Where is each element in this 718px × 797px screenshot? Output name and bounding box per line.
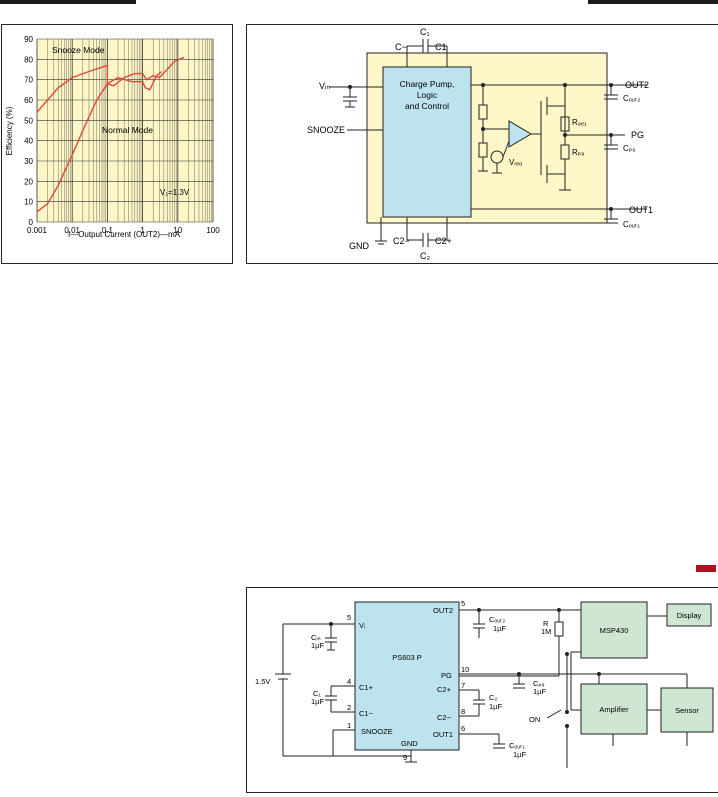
annotation-snooze: Snooze Mode	[52, 45, 105, 55]
application-circuit-panel: Vᵢ C1+ C1− SNOOZE OUT2 PG C2+ C2− OUT1 G…	[246, 587, 718, 793]
charge-pump-block	[382, 66, 472, 218]
x-tick-label: 0.1	[102, 226, 114, 235]
annotation-normal: Normal Mode	[102, 125, 153, 135]
label-battery: 1.5V	[255, 677, 270, 686]
pin-gnd: GND	[401, 739, 418, 748]
label-pg: PG	[631, 130, 644, 140]
annotation-vin: V₁=1.3V	[160, 188, 190, 197]
series-line	[36, 56, 185, 113]
label-snooze: SNOOZE	[307, 125, 345, 135]
pin-num-5a: 5	[347, 613, 351, 622]
section-marker	[696, 565, 716, 572]
y-tick-label: 10	[24, 198, 33, 207]
application-circuit: Vᵢ C1+ C1− SNOOZE OUT2 PG C2+ C2− OUT1 G…	[255, 599, 714, 768]
pin-num-1: 1	[347, 721, 351, 730]
top-rule-left	[0, 0, 136, 4]
y-tick-label: 50	[24, 116, 33, 125]
label-cpg: Cₚ₉	[533, 679, 545, 688]
label-c2-minus: C2−	[393, 236, 410, 246]
pin-num-2: 2	[347, 703, 351, 712]
label-display: Display	[677, 611, 702, 620]
y-tick-label: 20	[24, 177, 33, 186]
pin-c2p: C2+	[437, 685, 452, 694]
x-tick-label: 0.01	[64, 226, 80, 235]
label-cpg: Cₚ₉	[623, 144, 635, 153]
label-c1-top: C₁	[420, 27, 430, 37]
x-axis-label: I—Output Current (OUT2)—mA	[68, 230, 181, 239]
pin-num-5b: 5	[461, 599, 465, 608]
label-c2-val: 1µF	[489, 702, 502, 711]
pin-num-9: 9	[403, 753, 407, 762]
label-rfb1: R₉ₑ₁	[572, 118, 587, 127]
label-vin: Vᵢₙ	[319, 81, 330, 91]
y-tick-label: 30	[24, 157, 33, 166]
msp430-block	[580, 601, 648, 659]
ps603-chip	[354, 601, 460, 751]
pin-num-4: 4	[347, 677, 351, 686]
y-axis-label: Efficiency (%)	[5, 106, 14, 155]
label-gnd: GND	[349, 241, 370, 251]
y-tick-label: 60	[24, 96, 33, 105]
label-cin: Cᵢₙ	[311, 633, 321, 642]
label-c2: C₂	[489, 693, 497, 702]
label-out2: OUT2	[625, 80, 649, 90]
pin-pg: PG	[441, 671, 452, 680]
y-tick-label: 0	[29, 218, 34, 227]
label-cout1-val: 1µF	[513, 750, 526, 759]
label-vref: Vᵣₑₒ	[509, 158, 522, 167]
label-amplifier: Amplifier	[599, 705, 629, 714]
x-tick-label: 0.001	[27, 226, 48, 235]
amplifier-block	[580, 683, 648, 735]
y-tick-label: 40	[24, 137, 33, 146]
pin-num-6: 6	[461, 724, 465, 733]
y-tick-label: 90	[24, 35, 33, 44]
x-tick-label: 100	[206, 226, 220, 235]
pin-c1p: C1+	[359, 683, 374, 692]
efficiency-chart: 0.001 0.01 0.1 1 10 100 0 10 20 30 40 50 60 70 80 90 S…	[5, 35, 220, 239]
label-r: R	[543, 619, 549, 628]
label-c1-minus: C−	[395, 42, 407, 52]
label-cout2: Cₒᵤₜ₂	[489, 615, 505, 624]
pin-num-8: 8	[461, 707, 465, 716]
pin-num-10: 10	[461, 665, 469, 674]
y-tick-label: 80	[24, 55, 33, 64]
series-line	[36, 70, 163, 213]
x-tick-label: 1	[140, 226, 145, 235]
label-cout2: Cₒᵤₜ₂	[623, 94, 640, 103]
label-msp430: MSP430	[600, 626, 629, 635]
label-sensor: Sensor	[675, 706, 699, 715]
display-block	[666, 603, 712, 627]
pin-vin: Vᵢ	[359, 621, 365, 630]
label-cout2-val: 1µF	[493, 624, 506, 633]
plot-area	[37, 39, 213, 222]
x-tick-label: 10	[173, 226, 182, 235]
label-rpg: Rₚ₉	[572, 148, 584, 157]
efficiency-chart-panel: 0.001 0.01 0.1 1 10 100 0 10 20 30 40 50 60 70 80 90 S…	[1, 24, 233, 264]
pin-snooze: SNOOZE	[361, 727, 393, 736]
label-r-val: 1M	[541, 627, 551, 636]
label-c1-plus: C1	[435, 42, 447, 52]
label-out1: OUT1	[629, 205, 653, 215]
chip-name: PS603 P	[392, 653, 422, 662]
label-c2-bottom: C₂	[420, 251, 430, 261]
pin-out1: OUT1	[433, 730, 453, 739]
label-c1: C₁	[313, 689, 321, 698]
pin-c2m: C2−	[437, 713, 452, 722]
sensor-block	[660, 687, 714, 733]
label-cin-val: 1µF	[311, 641, 324, 650]
label-c1-val: 1µF	[311, 697, 324, 706]
top-rule-right	[588, 0, 718, 4]
label-c2-plus: C2+	[435, 236, 452, 246]
pin-c1m: C1−	[359, 709, 374, 718]
label-cout1: Cₒᵤₜ₁	[623, 220, 640, 229]
pin-num-7: 7	[461, 681, 465, 690]
pin-out2: OUT2	[433, 606, 453, 615]
label-cout1: Cₒᵤₜ₁	[509, 741, 525, 750]
label-cpg-val: 1µF	[533, 687, 546, 696]
y-tick-label: 70	[24, 76, 33, 85]
label-on: ON	[529, 715, 540, 724]
